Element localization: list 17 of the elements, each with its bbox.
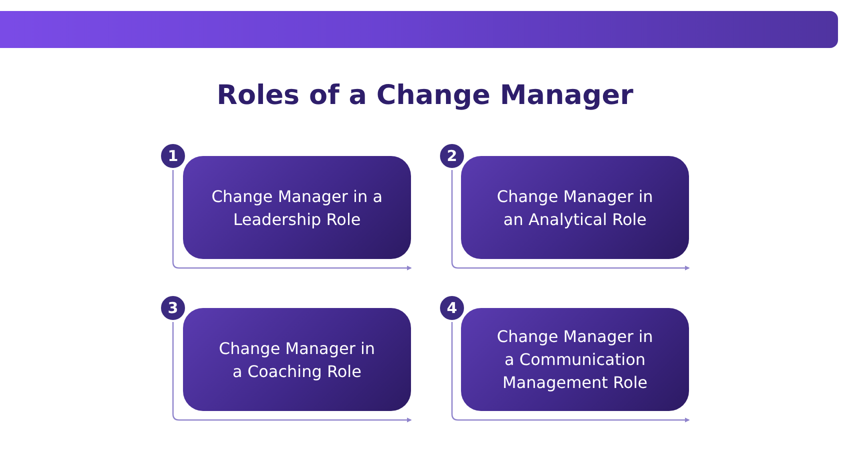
role-card	[461, 308, 689, 411]
connector-arrow	[172, 322, 412, 422]
number-badge: 3	[159, 294, 187, 322]
number-badge: 4	[438, 294, 466, 322]
title: Roles of a Change Manager	[216, 80, 634, 111]
role-card	[183, 156, 411, 259]
connector-arrow	[451, 170, 690, 270]
role-card	[461, 156, 689, 259]
number-badge: 2	[438, 142, 466, 170]
connector-arrow	[172, 170, 412, 270]
number-badge: 1	[159, 142, 187, 170]
connector-arrow	[451, 322, 690, 422]
role-card	[183, 308, 411, 411]
role-text: Change Manager in a Coaching Role	[218, 338, 376, 382]
role-text: Change Manager in a Communication Management Role	[496, 326, 654, 394]
role-text: Change Manager in an Analytical Role	[496, 186, 654, 230]
role-text: Change Manager in a Leadership Role	[210, 186, 384, 230]
